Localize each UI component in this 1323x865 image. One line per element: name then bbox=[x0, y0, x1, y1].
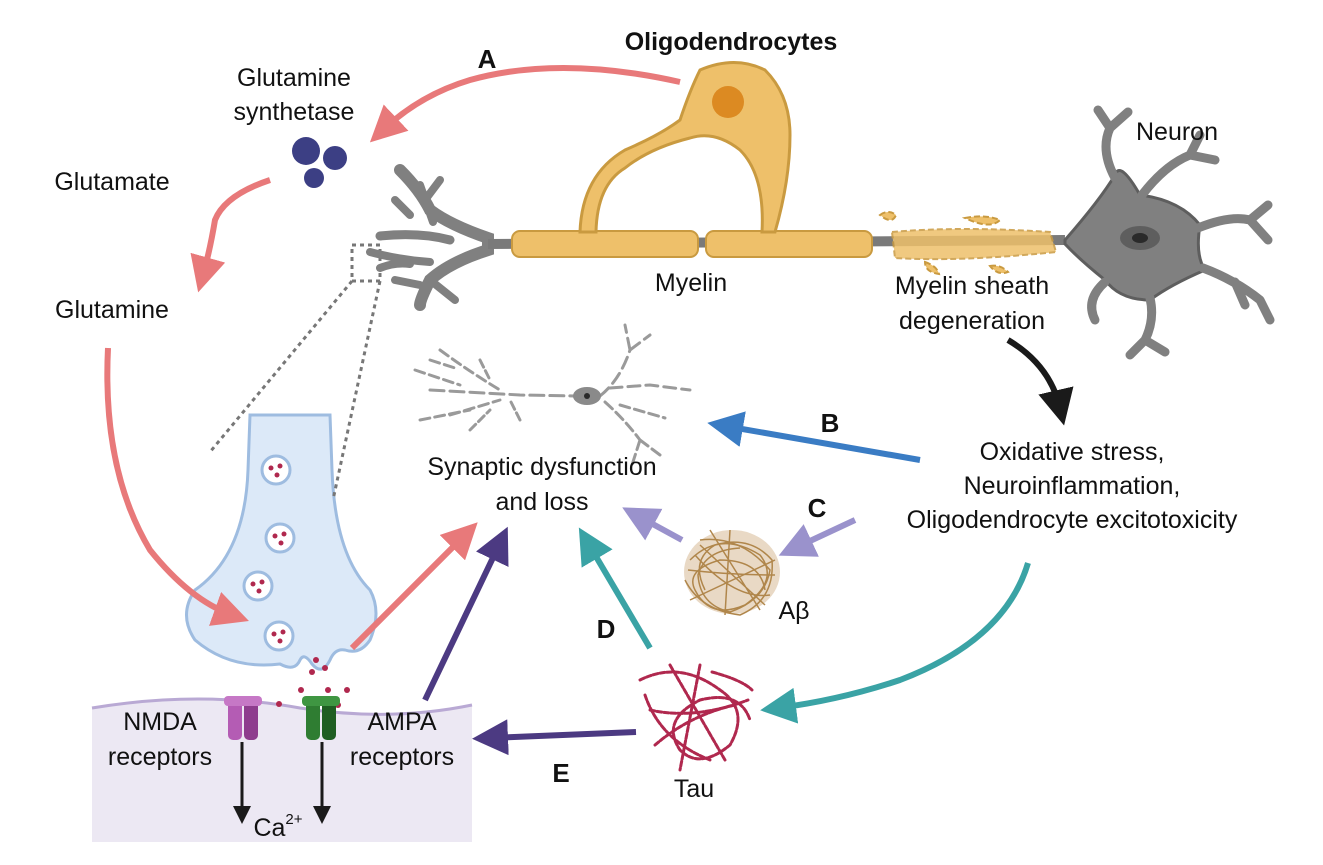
stress-label-line3: Oligodendrocyte excitotoxicity bbox=[907, 506, 1238, 534]
nmda-label-line2: receptors bbox=[108, 743, 212, 771]
stress-label-line2: Neuroinflammation, bbox=[964, 472, 1181, 500]
stress-label-line1: Oxidative stress, bbox=[980, 438, 1165, 466]
myelin-degeneration-label-line1: Myelin sheath bbox=[895, 272, 1049, 300]
pathway-a-arrow bbox=[369, 64, 681, 143]
myelin-degeneration-label-line2: degeneration bbox=[899, 307, 1045, 335]
pathway-d-arrow bbox=[578, 527, 653, 650]
ampa-label-line1: AMPA bbox=[368, 708, 437, 736]
calcium-label-sup: 2+ bbox=[285, 811, 302, 828]
synaptic-vesicle bbox=[242, 570, 274, 602]
abeta-to-synaptic-arrow bbox=[622, 507, 684, 543]
glutamine-synthetase-icon bbox=[292, 137, 347, 188]
glutamine-synthetase-label-line1: Glutamine bbox=[237, 64, 351, 92]
pathway-b-arrow bbox=[707, 411, 921, 463]
ampa-label-line2: receptors bbox=[350, 743, 454, 771]
oligodendrocyte bbox=[511, 61, 873, 258]
glutamine-to-terminal-arrow bbox=[104, 347, 249, 626]
calcium-label-base: Ca bbox=[253, 814, 285, 842]
synaptic-vesicle bbox=[260, 454, 292, 486]
synaptic-vesicle bbox=[264, 522, 296, 554]
tau-label: Tau bbox=[674, 775, 714, 803]
glutamine-synthetase-label-line2: synthetase bbox=[234, 98, 355, 126]
oligodendrocytes-label: Oligodendrocytes bbox=[625, 28, 838, 56]
ampa-receptor-icon bbox=[302, 696, 340, 740]
glutamine-label: Glutamine bbox=[55, 296, 169, 324]
synaptic-dysfunction-label-line1: Synaptic dysfunction bbox=[427, 453, 656, 481]
terminal-to-synaptic-arrow bbox=[349, 522, 478, 651]
glutamate-to-glutamine-arrow bbox=[190, 177, 271, 293]
calcium-influx-arrows bbox=[233, 742, 331, 824]
ampa-to-synaptic-arrow bbox=[422, 526, 509, 702]
pathway-e-arrow bbox=[472, 719, 637, 756]
pathway-letter-e: E bbox=[552, 758, 569, 788]
degenerating-myelin bbox=[878, 211, 1058, 276]
fragmented-neuron-icon bbox=[413, 323, 692, 467]
synaptic-vesicle bbox=[263, 620, 295, 652]
degeneration-to-stress-arrow bbox=[1006, 337, 1074, 426]
glutamate-label: Glutamate bbox=[54, 168, 169, 196]
zoom-indicator bbox=[208, 243, 382, 501]
pathway-letter-d: D bbox=[597, 614, 616, 644]
tau-icon bbox=[638, 663, 754, 772]
abeta-label: Aβ bbox=[778, 597, 809, 625]
pathway-letter-b: B bbox=[821, 408, 840, 438]
synaptic-dysfunction-label-line2: and loss bbox=[495, 488, 588, 516]
postsynaptic-membrane bbox=[91, 697, 473, 842]
presynaptic-terminal bbox=[185, 413, 378, 671]
nmda-label-line1: NMDA bbox=[123, 708, 197, 736]
calcium-label: Ca2+ bbox=[253, 811, 302, 842]
myelin-label: Myelin bbox=[655, 269, 727, 297]
released-neurotransmitter bbox=[276, 657, 350, 708]
neuron-label: Neuron bbox=[1136, 118, 1218, 146]
pathway-c-arrow bbox=[778, 517, 857, 557]
pathway-letter-a: A bbox=[478, 44, 497, 74]
pathway-letter-c: C bbox=[808, 493, 827, 523]
neuron-icon bbox=[1063, 105, 1275, 360]
nmda-receptor-icon bbox=[224, 696, 262, 740]
stress-to-tau-arrow bbox=[760, 562, 1031, 724]
amyloid-beta-icon bbox=[684, 529, 780, 616]
